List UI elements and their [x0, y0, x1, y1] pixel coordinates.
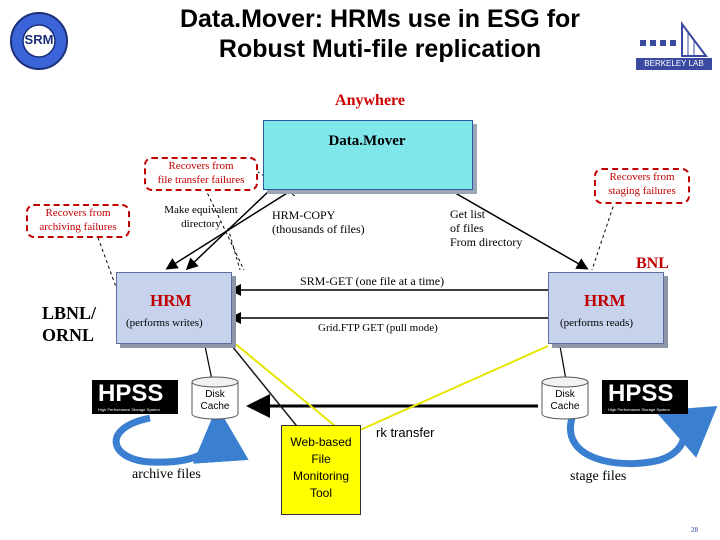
arrow-get-list [449, 189, 589, 270]
hpss-left: HPSS High Performance Storage System [92, 380, 178, 414]
datamover-box [263, 120, 473, 190]
archive-files-label: archive files [132, 467, 201, 482]
srm-get-text: SRM-GET (one file at a time) [300, 274, 445, 288]
hrm-right-title: HRM [584, 291, 626, 310]
bnl-label: BNL [636, 255, 669, 272]
anywhere-label: Anywhere [335, 92, 405, 109]
stage-files-label: stage files [570, 469, 627, 484]
berkeley-lab-logo: BERKELEY LAB [636, 20, 712, 72]
hpss-right: HPSS High Performance Storage System [602, 380, 688, 414]
lbnl-ornl-label: LBNL/ORNL [42, 303, 97, 345]
hrm-copy-text: HRM-COPY(thousands of files) [272, 208, 365, 236]
web-monitoring-tool: Web-based File Monitoring Tool [281, 425, 361, 515]
network-transfer-text: rk transfer [376, 425, 435, 440]
hrm-right-box [548, 272, 664, 344]
cycle-arrow-left [112, 406, 249, 466]
hrm-left-sub: (performs writes) [126, 317, 203, 329]
hrm-left-box [116, 272, 232, 344]
gridftp-get-text: Grid.FTP GET (pull mode) [318, 322, 438, 334]
arrow-hrm-copy [185, 189, 271, 271]
page-number: 28 [691, 526, 698, 534]
cycle-arrow-right [566, 406, 718, 468]
hrm-right-sub: (performs reads) [560, 317, 633, 329]
datamover-label: Data.Mover [328, 133, 406, 149]
slide-title: Data.Mover: HRMs use in ESG for Robust M… [179, 5, 581, 63]
srm-logo: SRM [8, 10, 70, 72]
hrm-left-title: HRM [150, 291, 192, 310]
